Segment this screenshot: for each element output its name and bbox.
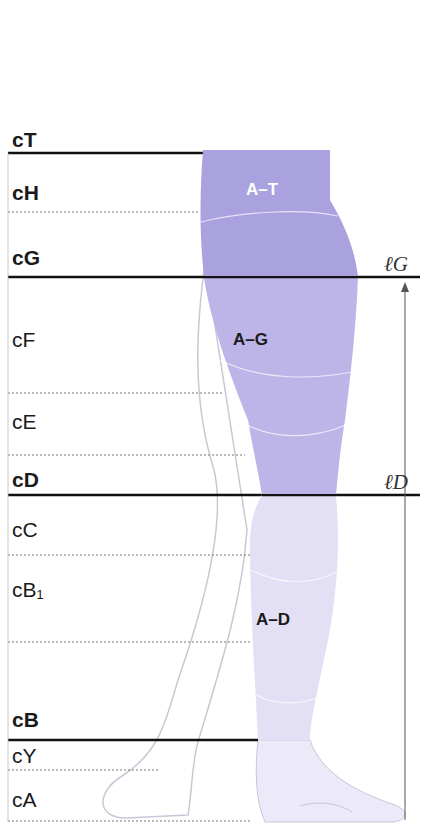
zone-shape bbox=[200, 276, 362, 496]
measure-label: cF bbox=[12, 328, 35, 352]
front-foot bbox=[256, 740, 405, 822]
measure-label: cB₁ bbox=[12, 578, 44, 602]
measure-label: cA bbox=[12, 788, 37, 812]
zone-shape bbox=[196, 150, 362, 278]
zone-label: A–T bbox=[246, 180, 278, 200]
measure-label: cG bbox=[12, 246, 40, 270]
stocking-zone: A–G bbox=[200, 276, 362, 496]
measure-label: cE bbox=[12, 410, 37, 434]
zone-label: A–D bbox=[256, 610, 290, 630]
measure-label: cT bbox=[12, 128, 37, 152]
stocking-zone: A–T bbox=[196, 150, 362, 278]
measure-label: ℓD bbox=[384, 470, 408, 494]
measure-label: ℓG bbox=[384, 252, 408, 276]
dimension-line bbox=[405, 286, 406, 820]
stocking-zone: A–D bbox=[244, 494, 342, 742]
measure-label: cY bbox=[12, 744, 37, 768]
measure-label: cB bbox=[12, 708, 39, 732]
measure-label: cH bbox=[12, 181, 39, 205]
column-edge bbox=[8, 153, 9, 822]
dimension-arrowhead bbox=[401, 282, 409, 292]
measure-label: cD bbox=[12, 468, 39, 492]
measure-label: cC bbox=[12, 518, 38, 542]
toe-line bbox=[300, 803, 352, 812]
zone-label: A–G bbox=[233, 330, 268, 350]
